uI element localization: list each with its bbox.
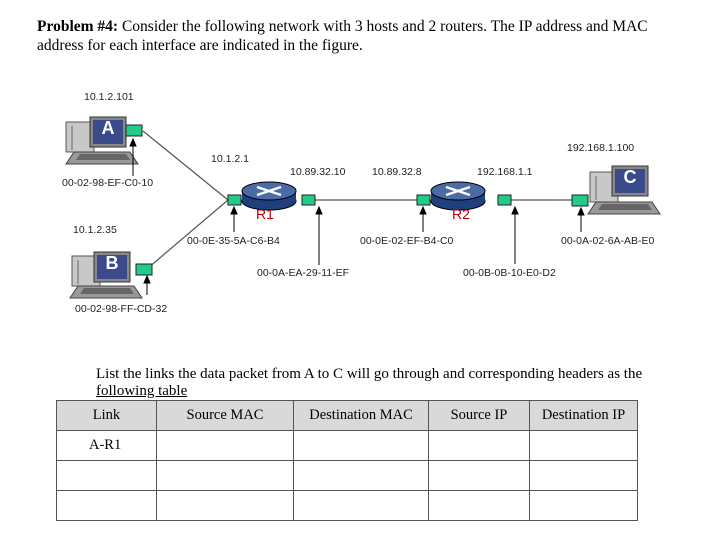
router-r2-icon — [416, 181, 512, 211]
table-row — [56, 460, 638, 491]
table-row — [56, 490, 638, 521]
table-header-row: Link Source MAC Destination MAC Source I… — [56, 400, 638, 431]
problem-statement: Problem #4: Consider the following netwo… — [37, 17, 677, 55]
table-cell[interactable] — [293, 460, 429, 491]
problem-text: Consider the following network with 3 ho… — [37, 18, 648, 54]
router-r2-label: R2 — [452, 206, 470, 222]
table-cell[interactable] — [56, 490, 157, 521]
host-b-ip: 10.1.2.35 — [73, 224, 117, 236]
col-header-source-ip: Source IP — [428, 400, 530, 431]
col-header-destination-ip: Destination IP — [529, 400, 638, 431]
table-cell[interactable] — [428, 490, 530, 521]
host-b-interface — [135, 263, 153, 276]
network-links — [142, 130, 572, 269]
pointer-arrows — [129, 137, 585, 295]
r2-left-ip: 10.89.32.8 — [372, 166, 422, 178]
table-cell[interactable] — [56, 460, 157, 491]
host-a-letter: A — [101, 118, 115, 138]
col-header-link: Link — [56, 400, 157, 431]
problem-label: Problem #4: — [37, 18, 119, 35]
host-c-ip: 192.168.1.100 — [567, 142, 635, 154]
router-r1-label: R1 — [256, 206, 274, 222]
host-c-mac: 00-0A-02-6A-AB-E0 — [561, 235, 655, 247]
r1-right-mac: 00-0A-EA-29-11-EF — [257, 267, 350, 279]
link-a-hub — [142, 130, 229, 201]
table-cell[interactable] — [293, 490, 429, 521]
host-a-icon — [65, 116, 143, 165]
r2-right-mac: 00-0B-0B-10-E0-D2 — [463, 267, 556, 279]
table-cell[interactable] — [293, 430, 429, 461]
host-a-ip: 10.1.2.101 — [84, 91, 134, 103]
instruction-line-2: following table — [96, 383, 188, 399]
r1-left-mac: 00-0E-35-5A-C6-B4 — [187, 235, 280, 247]
instruction-text: List the links the data packet from A to… — [96, 366, 656, 400]
table-cell[interactable] — [428, 430, 530, 461]
table-cell[interactable] — [428, 460, 530, 491]
table-cell[interactable] — [529, 460, 638, 491]
instruction-line-1: List the links the data packet from A to… — [96, 366, 643, 382]
r2-right-ip: 192.168.1.1 — [477, 166, 533, 178]
table-cell[interactable] — [156, 430, 294, 461]
host-c-icon — [571, 165, 661, 215]
col-header-destination-mac: Destination MAC — [293, 400, 429, 431]
host-c-interface — [571, 194, 589, 207]
link-b-hub — [147, 199, 229, 269]
router-r1-icon — [227, 181, 316, 211]
table-cell[interactable] — [529, 430, 638, 461]
r1-left-ip: 10.1.2.1 — [211, 153, 249, 165]
table-cell[interactable] — [156, 460, 294, 491]
host-b-icon — [69, 251, 153, 299]
host-a-interface — [125, 124, 143, 137]
r1-right-ip: 10.89.32.10 — [290, 166, 346, 178]
host-b-mac: 00-02-98-FF-CD-32 — [75, 303, 168, 315]
col-header-source-mac: Source MAC — [156, 400, 294, 431]
host-c-letter: C — [623, 167, 637, 187]
table-cell[interactable] — [156, 490, 294, 521]
links-table: Link Source MAC Destination MAC Source I… — [56, 400, 638, 521]
r2-left-mac: 00-0E-02-EF-B4-C0 — [360, 235, 454, 247]
host-b-letter: B — [105, 253, 119, 273]
table-cell[interactable] — [529, 490, 638, 521]
table-cell[interactable]: A-R1 — [56, 430, 157, 461]
table-row: A-R1 — [56, 430, 638, 461]
host-a-mac: 00-02-98-EF-C0-10 — [62, 177, 154, 189]
